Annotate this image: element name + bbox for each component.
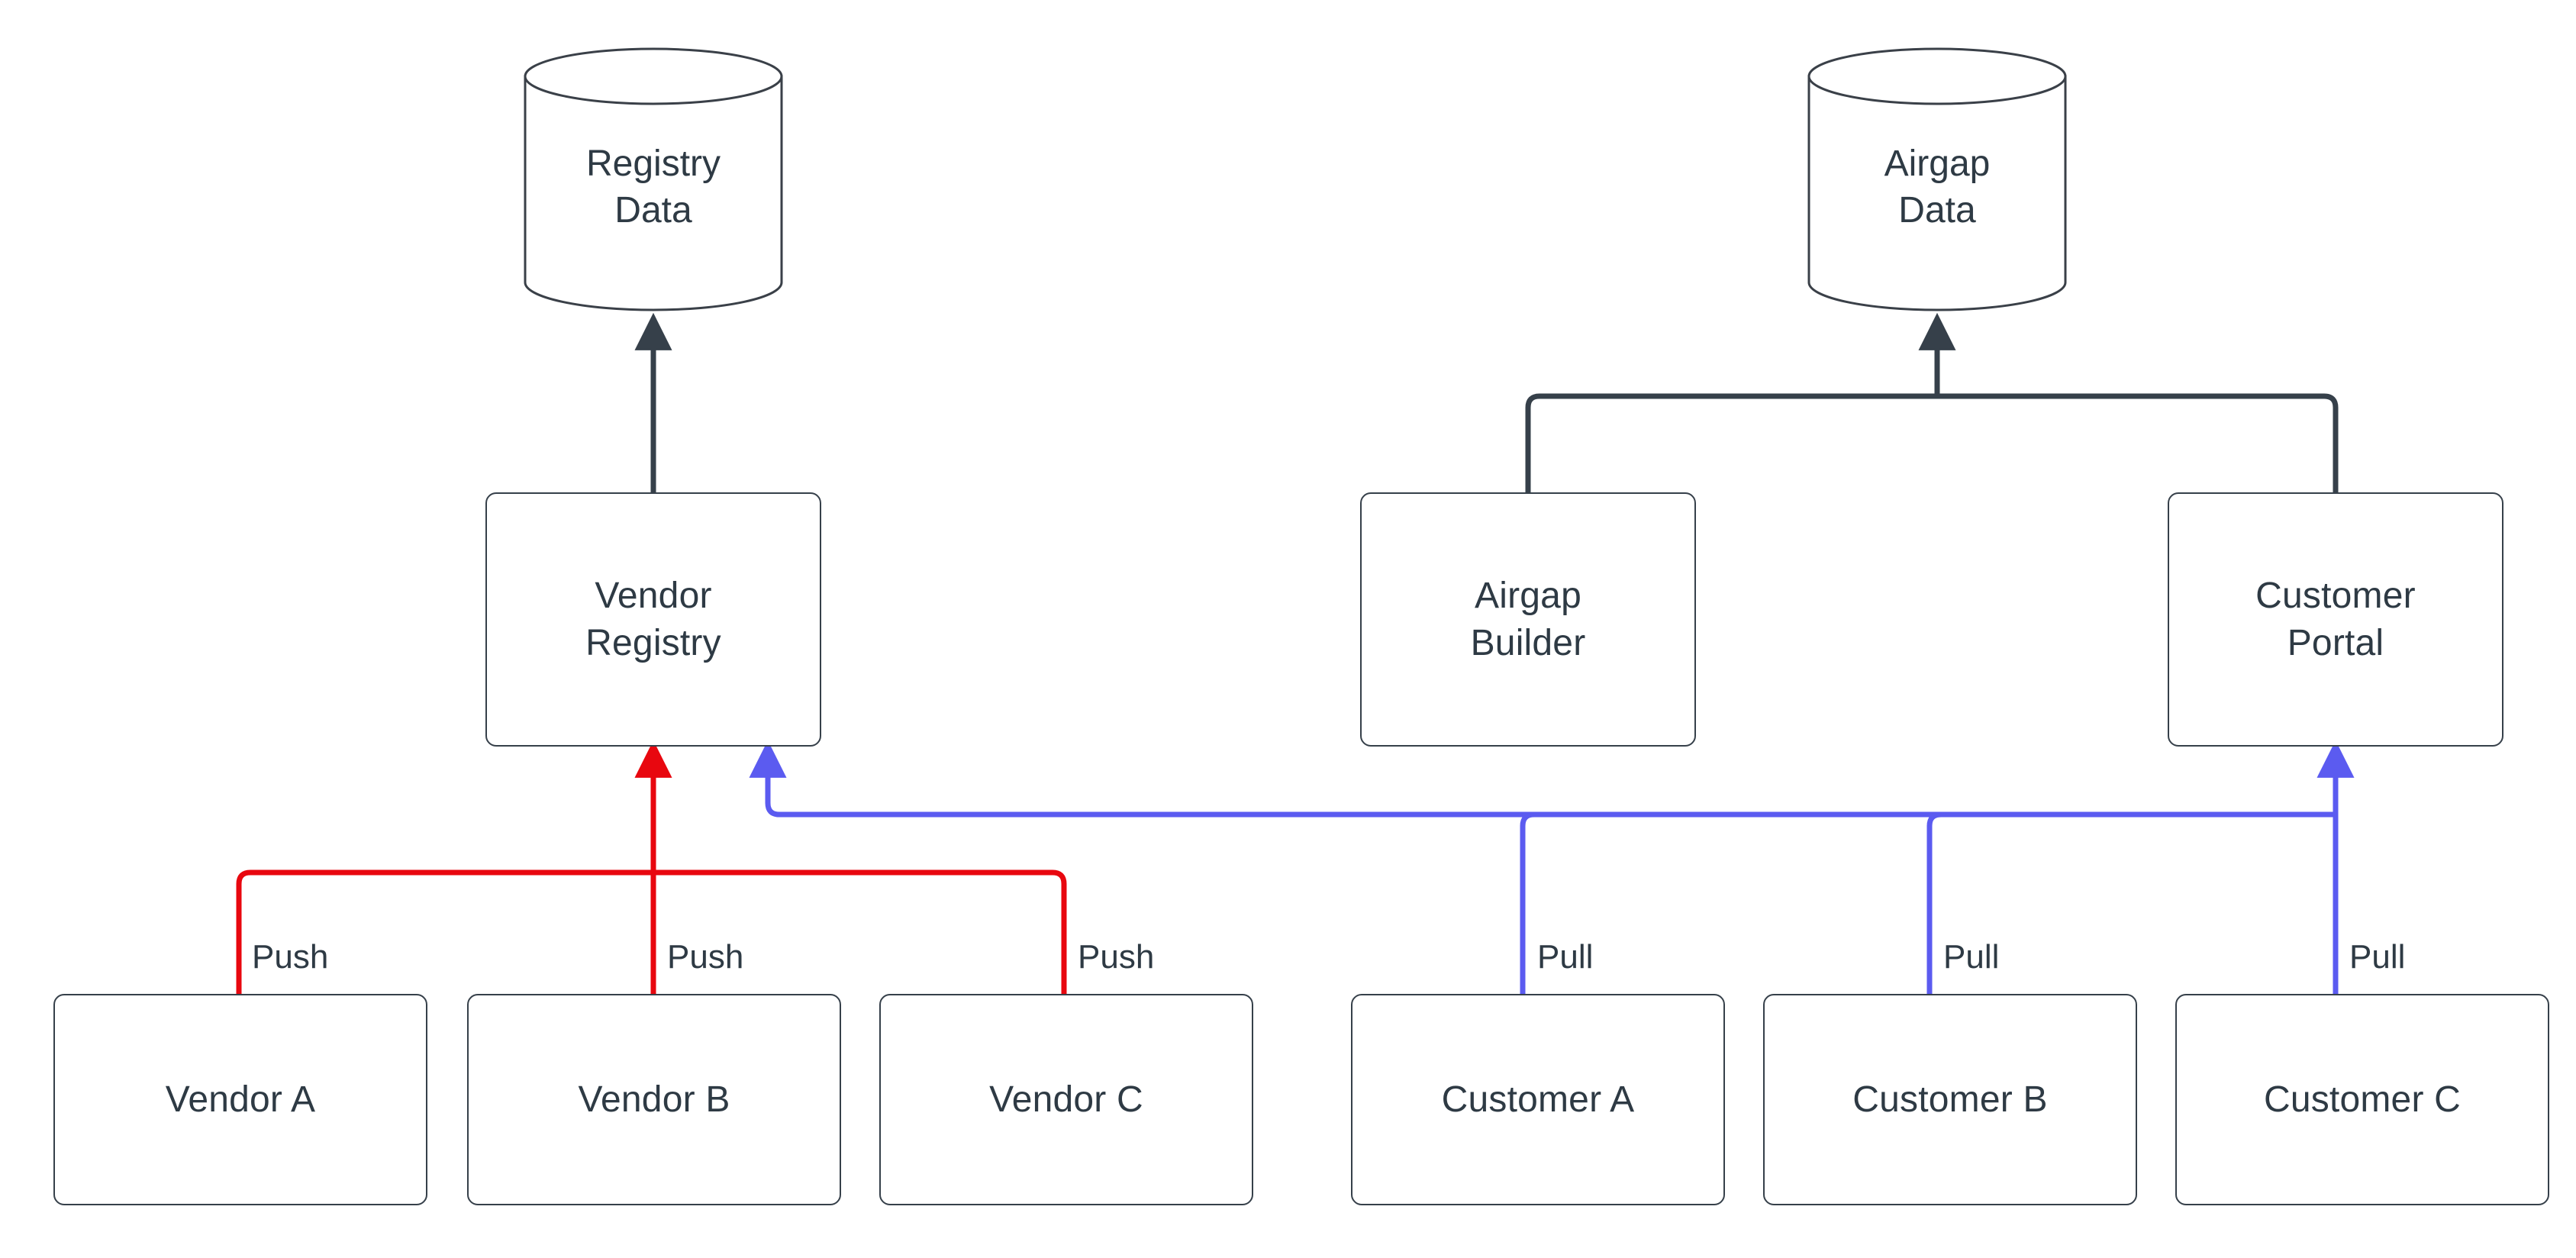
connector-airgap-builder-to-airgap-data: [1525, 393, 1937, 492]
edge-label-push-vendor-c: Push: [1078, 938, 1155, 976]
edge-label-pull-customer-c: Pull: [2349, 938, 2406, 976]
node-customer-b[interactable]: Customer B: [1763, 994, 2137, 1205]
registry-data-cylinder-shape: [524, 47, 783, 311]
connector-vendor-a-push: [236, 869, 653, 994]
edge-label-pull-customer-a: Pull: [1537, 938, 1594, 976]
node-customer-a[interactable]: Customer A: [1351, 994, 1725, 1205]
airgap-data-label: Airgap Data: [1884, 143, 1991, 231]
edge-label-push-vendor-a: Push: [252, 938, 329, 976]
airgap-data-cylinder-shape: [1807, 47, 2067, 311]
node-customer-c[interactable]: Customer C: [2175, 994, 2549, 1205]
connector-vendor-c-push: [653, 869, 1067, 994]
edge-label-pull-customer-b: Pull: [1943, 938, 2000, 976]
node-customer-portal[interactable]: Customer Portal: [2168, 492, 2503, 747]
connector-customer-a-pull: [1520, 811, 2336, 994]
edge-label-push-vendor-b: Push: [667, 938, 744, 976]
registry-data-label: Registry Data: [585, 143, 721, 231]
node-airgap-builder[interactable]: Airgap Builder: [1360, 492, 1696, 747]
node-vendor-c[interactable]: Vendor C: [879, 994, 1253, 1205]
node-vendor-registry[interactable]: Vendor Registry: [485, 492, 821, 747]
node-vendor-b[interactable]: Vendor B: [467, 994, 841, 1205]
connector-pull-trunk-to-vendor-registry: [749, 740, 2336, 818]
connector-customer-portal-to-airgap-data: [1937, 393, 2339, 492]
node-vendor-a[interactable]: Vendor A: [53, 994, 427, 1205]
